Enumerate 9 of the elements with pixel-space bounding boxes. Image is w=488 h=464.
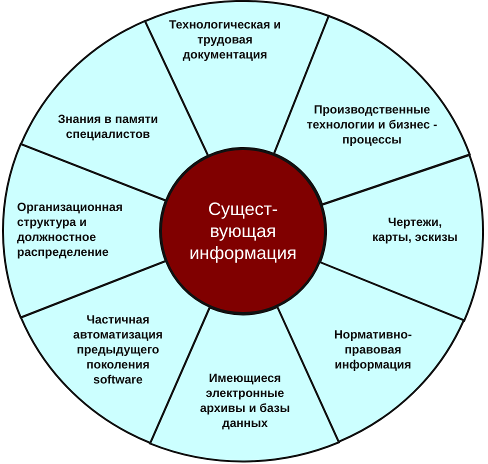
sector-label: Имеющиеся электронные архивы и базы данных: [198, 370, 291, 431]
sector-label: Технологическая и трудовая документация: [168, 17, 282, 62]
sector-label: Частичная автоматизация предыдущего поколения software: [72, 312, 164, 388]
sector-label: Производственные технологии и бизнес - процессы: [306, 102, 438, 148]
sector-label: Нормативно-правовая информация: [333, 327, 413, 372]
center-label: Сущест-вующая информация: [188, 198, 298, 264]
sector-label: Организационная структура и должностное распределение: [17, 200, 124, 260]
sector-label: Знания в памяти специалистов: [56, 112, 160, 142]
sector-label: Чертежи, карты, эскизы: [371, 214, 459, 245]
